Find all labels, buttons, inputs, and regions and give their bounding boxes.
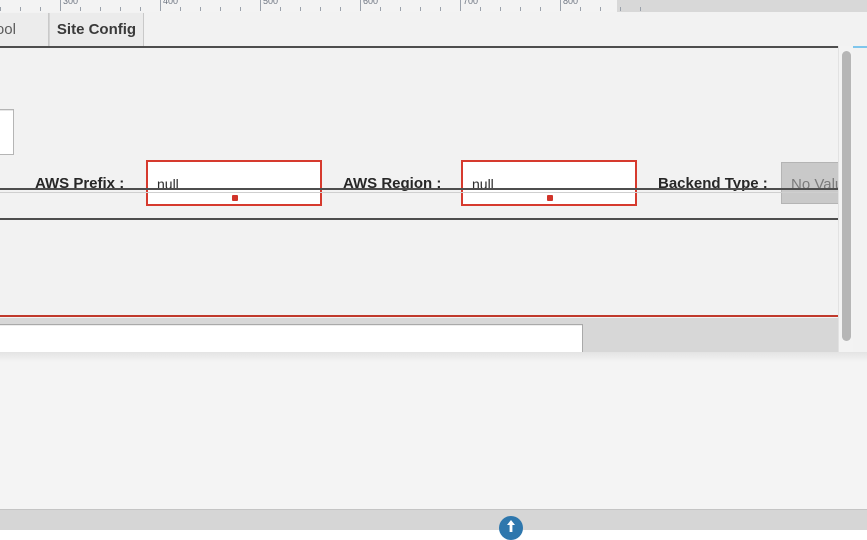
tab-label: y Tool <box>0 21 16 38</box>
ruler-minor-tick <box>500 7 501 11</box>
site-config-dialog: AWS Prefix : null AWS Region : null Back… <box>0 46 853 352</box>
ruler-minor-tick <box>100 7 101 11</box>
ruler-minor-tick <box>300 7 301 11</box>
ruler-major-tick <box>360 0 361 11</box>
section-rule-2 <box>0 218 853 220</box>
info-circle-icon[interactable] <box>499 516 523 540</box>
tab-y-tool[interactable]: y Tool <box>0 13 49 46</box>
ruler-minor-tick <box>80 7 81 11</box>
ruler-tick-label: 700 <box>463 0 479 6</box>
vertical-scrollbar-thumb[interactable] <box>842 51 851 341</box>
vertical-scrollbar-track[interactable] <box>838 46 853 352</box>
ruler-minor-tick <box>640 7 641 11</box>
ruler-minor-tick <box>20 7 21 11</box>
ruler-minor-tick <box>580 7 581 11</box>
horizontal-ruler: 300 400 500 600 700 800 <box>0 0 867 12</box>
ruler-minor-tick <box>440 7 441 11</box>
ruler-minor-tick <box>620 7 621 11</box>
ruler-tick-label: 400 <box>163 0 179 6</box>
ruler-tick-label: 800 <box>563 0 579 6</box>
aws-region-label: AWS Region : <box>343 175 442 192</box>
tab-site-config[interactable]: Site Config <box>49 13 144 46</box>
search-band <box>0 318 853 352</box>
ruler-minor-tick <box>480 7 481 11</box>
ruler-major-tick <box>260 0 261 11</box>
ruler-tick-label: 300 <box>63 0 79 6</box>
ruler-major-tick <box>160 0 161 11</box>
clipped-left-field[interactable] <box>0 109 14 155</box>
ruler-minor-tick <box>540 7 541 11</box>
validation-marker-dot <box>547 195 553 201</box>
ruler-minor-tick <box>240 7 241 11</box>
ruler-minor-tick <box>0 7 1 11</box>
ruler-minor-tick <box>140 7 141 11</box>
ruler-major-tick <box>460 0 461 11</box>
ruler-minor-tick <box>220 7 221 11</box>
ruler-unmeasured-area <box>617 0 867 12</box>
aws-region-input[interactable]: null <box>461 160 637 206</box>
ruler-minor-tick <box>380 7 381 11</box>
ruler-tick-label: 500 <box>263 0 279 6</box>
ruler-minor-tick <box>40 7 41 11</box>
validation-marker-dot <box>232 195 238 201</box>
ruler-minor-tick <box>340 7 341 11</box>
ruler-minor-tick <box>120 7 121 11</box>
aws-prefix-input[interactable]: null <box>146 160 322 206</box>
ruler-minor-tick <box>280 7 281 11</box>
ruler-minor-tick <box>180 7 181 11</box>
ruler-measured-area <box>0 0 617 12</box>
aws-prefix-label: AWS Prefix : <box>35 175 125 192</box>
ruler-minor-tick <box>520 7 521 11</box>
tab-bar-filler <box>144 13 867 46</box>
search-input[interactable] <box>0 324 583 352</box>
section-rule-1-shadow <box>0 192 853 193</box>
ruler-major-tick <box>60 0 61 11</box>
config-form-row: AWS Prefix : null AWS Region : null Back… <box>0 46 853 206</box>
error-rule <box>0 315 853 317</box>
tab-bar: y Tool Site Config <box>0 12 867 48</box>
dialog-top-rule <box>0 46 853 48</box>
ruler-minor-tick <box>320 7 321 11</box>
section-rule-1 <box>0 188 853 190</box>
desktop-backdrop <box>0 352 867 530</box>
ruler-major-tick <box>560 0 561 11</box>
ruler-minor-tick <box>200 7 201 11</box>
tab-label: Site Config <box>56 21 137 38</box>
ruler-minor-tick <box>420 7 421 11</box>
ruler-minor-tick <box>400 7 401 11</box>
taskbar <box>0 509 867 530</box>
ruler-minor-tick <box>600 7 601 11</box>
backend-type-label: Backend Type : <box>658 175 768 192</box>
ruler-tick-label: 600 <box>363 0 379 6</box>
